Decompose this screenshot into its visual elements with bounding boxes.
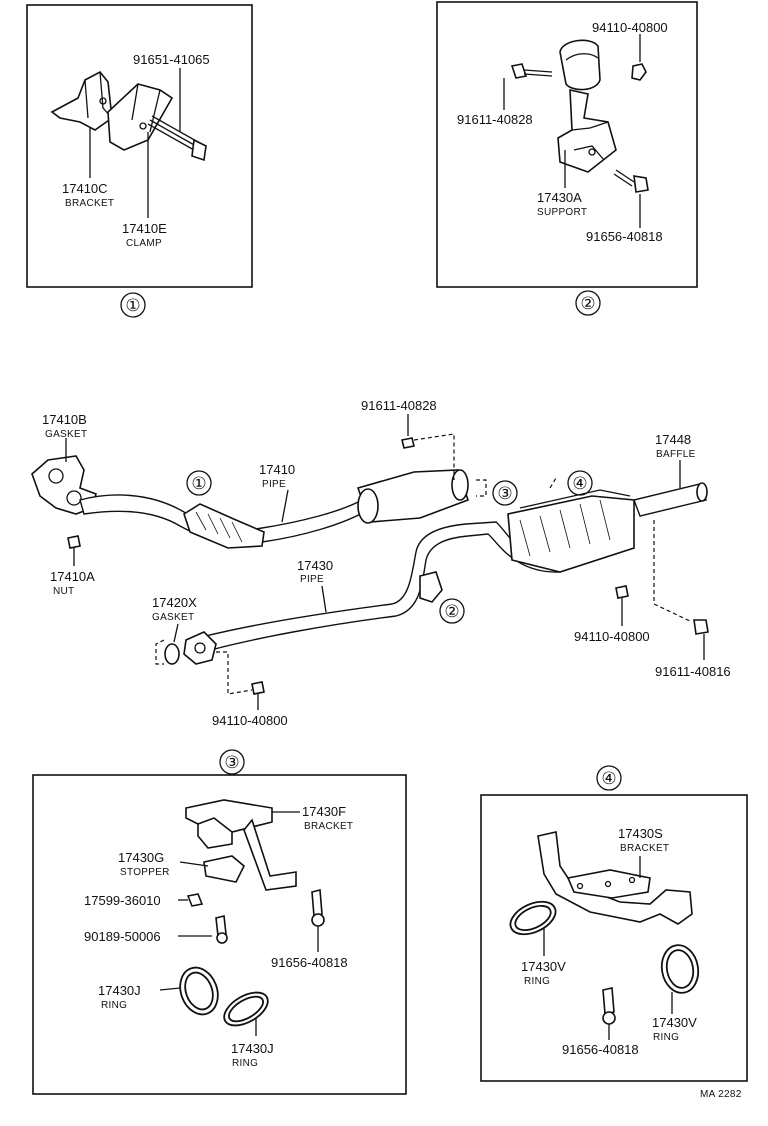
label-pipe-1: PIPE [262, 479, 286, 490]
bolt-91611-40828-top-shape [401, 437, 415, 449]
label-nut: NUT [53, 586, 74, 597]
bolt-91611-40816-shape [693, 619, 709, 635]
label-17599-36010: 17599-36010 [84, 893, 161, 908]
baffle-17448-shape [633, 483, 707, 517]
label-17430f: 17430F [302, 804, 346, 819]
label-91651-41065: 91651-41065 [133, 52, 210, 67]
label-17430s: 17430S [618, 826, 663, 841]
label-17430: 17430 [297, 558, 333, 573]
callout-3-main-circle [492, 480, 518, 506]
label-ring-4b: RING [653, 1032, 679, 1043]
detail-2-frame [436, 1, 698, 288]
callout-1-circle [120, 292, 146, 318]
detail-3-frame [32, 774, 407, 1095]
label-17430j-b: 17430J [231, 1041, 274, 1056]
rear-muffler-shape [507, 495, 635, 573]
detail-1-frame [26, 4, 253, 288]
label-bracket-3: BRACKET [304, 821, 353, 832]
label-17430v-a: 17430V [521, 959, 566, 974]
label-91611-40828-a: 91611-40828 [457, 112, 533, 127]
detail-4-frame [480, 794, 748, 1082]
detail-2-panel: 94110-40800 91611-40828 17430A SUPPORT 9… [436, 1, 698, 288]
support-17430a-shape [557, 88, 617, 173]
label-17410b: 17410B [42, 412, 87, 427]
callout-1: ① [125, 296, 140, 315]
bolt-91651-shape [191, 138, 207, 162]
stopper-17430g-shape [203, 855, 245, 883]
ring-17430v-a-shape [509, 900, 557, 936]
callout-2-main-circle [439, 598, 465, 624]
label-pipe-2: PIPE [300, 574, 324, 585]
label-17430a: 17430A [537, 190, 582, 205]
label-17430v-b: 17430V [652, 1015, 697, 1030]
callout-2-main: ② [444, 602, 459, 621]
label-gasket-main: GASKET [45, 429, 87, 440]
nut-17410a-shape [67, 535, 81, 549]
callout-4-circle [596, 765, 622, 791]
part-17599-shape [186, 893, 204, 907]
label-91611-40828-b: 91611-40828 [361, 398, 437, 413]
label-17410: 17410 [259, 462, 295, 477]
nut-94110-shape [631, 63, 647, 81]
label-17448: 17448 [655, 432, 691, 447]
label-91611-40816: 91611-40816 [655, 664, 731, 679]
bolt-91611-shape [510, 63, 528, 79]
label-17410a: 17410A [50, 569, 95, 584]
label-91656-40818-a: 91656-40818 [586, 229, 663, 244]
pipe-17430-flange [183, 631, 217, 665]
callout-4-main-circle [567, 470, 593, 496]
callout-4-main: ④ [572, 474, 587, 493]
label-90189-50006: 90189-50006 [84, 929, 161, 944]
nut-94110-right-shape [615, 585, 629, 599]
hanger-2-shape [419, 571, 443, 603]
detail-1-panel: 91651-41065 17410C BRACKET 17410E CLAMP [26, 4, 253, 288]
label-baffle: BAFFLE [656, 449, 696, 460]
ring-17430v-b-shape [660, 944, 700, 994]
label-bracket-4: BRACKET [620, 843, 669, 854]
label-94110-40800-a: 94110-40800 [592, 20, 668, 35]
bolt-91656-d-shape [602, 987, 615, 1015]
label-17430g: 17430G [118, 850, 164, 865]
label-gasket-2: GASKET [152, 612, 194, 623]
clamp-17410e-shape [107, 83, 174, 151]
detail-3-panel: 17430F BRACKET 17430G STOPPER 17599-3601… [32, 774, 407, 1095]
label-support: SUPPORT [537, 207, 587, 218]
label-17410c: 17410C [62, 181, 108, 196]
callout-1-main: ① [191, 474, 206, 493]
label-ring-4a: RING [524, 976, 550, 987]
callout-3: ③ [224, 753, 239, 772]
label-ring-3a: RING [101, 1000, 127, 1011]
ring-17430j-b-shape [223, 991, 269, 1027]
bracket-17430s-shape [537, 831, 693, 925]
nut-94110-bottom-shape [251, 681, 265, 695]
bracket-17410c-shape [50, 70, 113, 131]
label-17420x: 17420X [152, 595, 197, 610]
label-94110-40800-b: 94110-40800 [212, 713, 288, 728]
clamp-top-shape [559, 39, 601, 91]
detail-4-panel: 17430S BRACKET 17430V RING 17430V RING 9… [480, 794, 748, 1082]
label-17430j-a: 17430J [98, 983, 141, 998]
diagram-code: MA 2282 [700, 1089, 742, 1100]
label-17410e: 17410E [122, 221, 167, 236]
label-91656-40818-c: 91656-40818 [271, 955, 348, 970]
ring-17430j-a-shape [179, 966, 219, 1016]
label-94110-40800-c: 94110-40800 [574, 629, 650, 644]
callout-3-circle [219, 749, 245, 775]
callout-4: ④ [601, 769, 616, 788]
label-91656-40818-d: 91656-40818 [562, 1042, 639, 1057]
label-ring-3b: RING [232, 1058, 258, 1069]
main-assembly: ① ③ ④ ② 17410B GASKET 17410A NUT 91611-4… [31, 398, 731, 728]
callout-2-circle [575, 290, 601, 316]
bolt-91656-c-shape [311, 888, 323, 918]
callout-3-main: ③ [497, 484, 512, 503]
label-clamp: CLAMP [126, 238, 162, 249]
callout-2: ② [580, 294, 595, 313]
label-stopper: STOPPER [120, 867, 170, 878]
bolt-91656-shape [633, 175, 649, 193]
label-bracket: BRACKET [65, 198, 114, 209]
gasket-17420x-shape [164, 643, 180, 665]
callout-1-main-circle [186, 470, 212, 496]
